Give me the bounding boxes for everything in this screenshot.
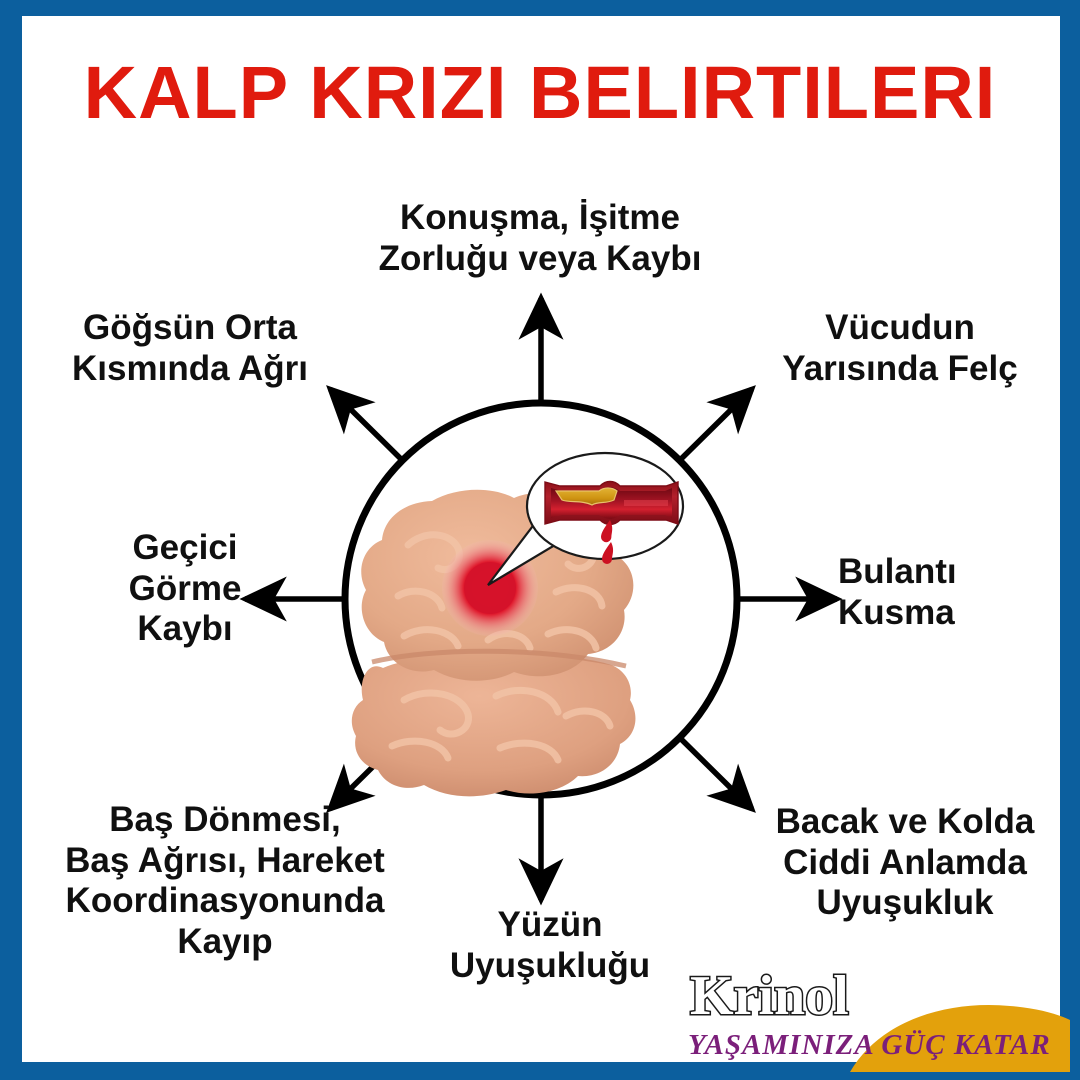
blood-drop-1 (601, 520, 613, 543)
symptom-label-vision-loss: Geçici Görme Kaybı (128, 528, 242, 649)
symptom-label-face-numbness: Yüzün Uyuşukluğu (449, 905, 651, 985)
symptom-arrows (239, 292, 843, 906)
brain-central-fissure (371, 648, 627, 669)
page-title: KALP KRIZI BELIRTILERI (83, 51, 997, 134)
symptom-label-paralysis: Vücudun Yarısında Felç (782, 308, 1018, 388)
logo-brand-text: Krinol (690, 965, 849, 1027)
symptom-label-speech: Konuşma, İşitme Zorluğu veya Kaybı (378, 198, 702, 278)
symptom-label-limb-numbness: Bacak ve Kolda Ciddi Anlamda Uyuşukluk (775, 802, 1035, 923)
vessel-callout (487, 451, 685, 586)
logo-tagline-text: YAŞAMINIZA GÜÇ KATAR (688, 1029, 1051, 1061)
blood-vessel-diagram (544, 480, 679, 526)
symptom-label-nausea: Bulantı Kusma (838, 552, 957, 632)
blood-drop-2 (602, 542, 614, 564)
brand-logo: Krinol YAŞAMINIZA GÜÇ KATAR (680, 962, 1070, 1072)
brain-lower-lobe (351, 653, 636, 797)
arrow-limb-numbness (678, 736, 756, 813)
logo-swoosh (850, 1004, 1070, 1072)
arrow-paralysis (678, 385, 756, 462)
symptom-label-chest-pain: Göğsün Orta Kısmında Ağrı (72, 308, 308, 388)
vessel-highlight (624, 500, 668, 506)
arrow-chest-pain (326, 385, 404, 462)
vessel-plaque (554, 487, 618, 506)
symptom-label-dizziness: Baş Dönmesi, Baş Ağrısı, Hareket Koordin… (65, 800, 385, 961)
